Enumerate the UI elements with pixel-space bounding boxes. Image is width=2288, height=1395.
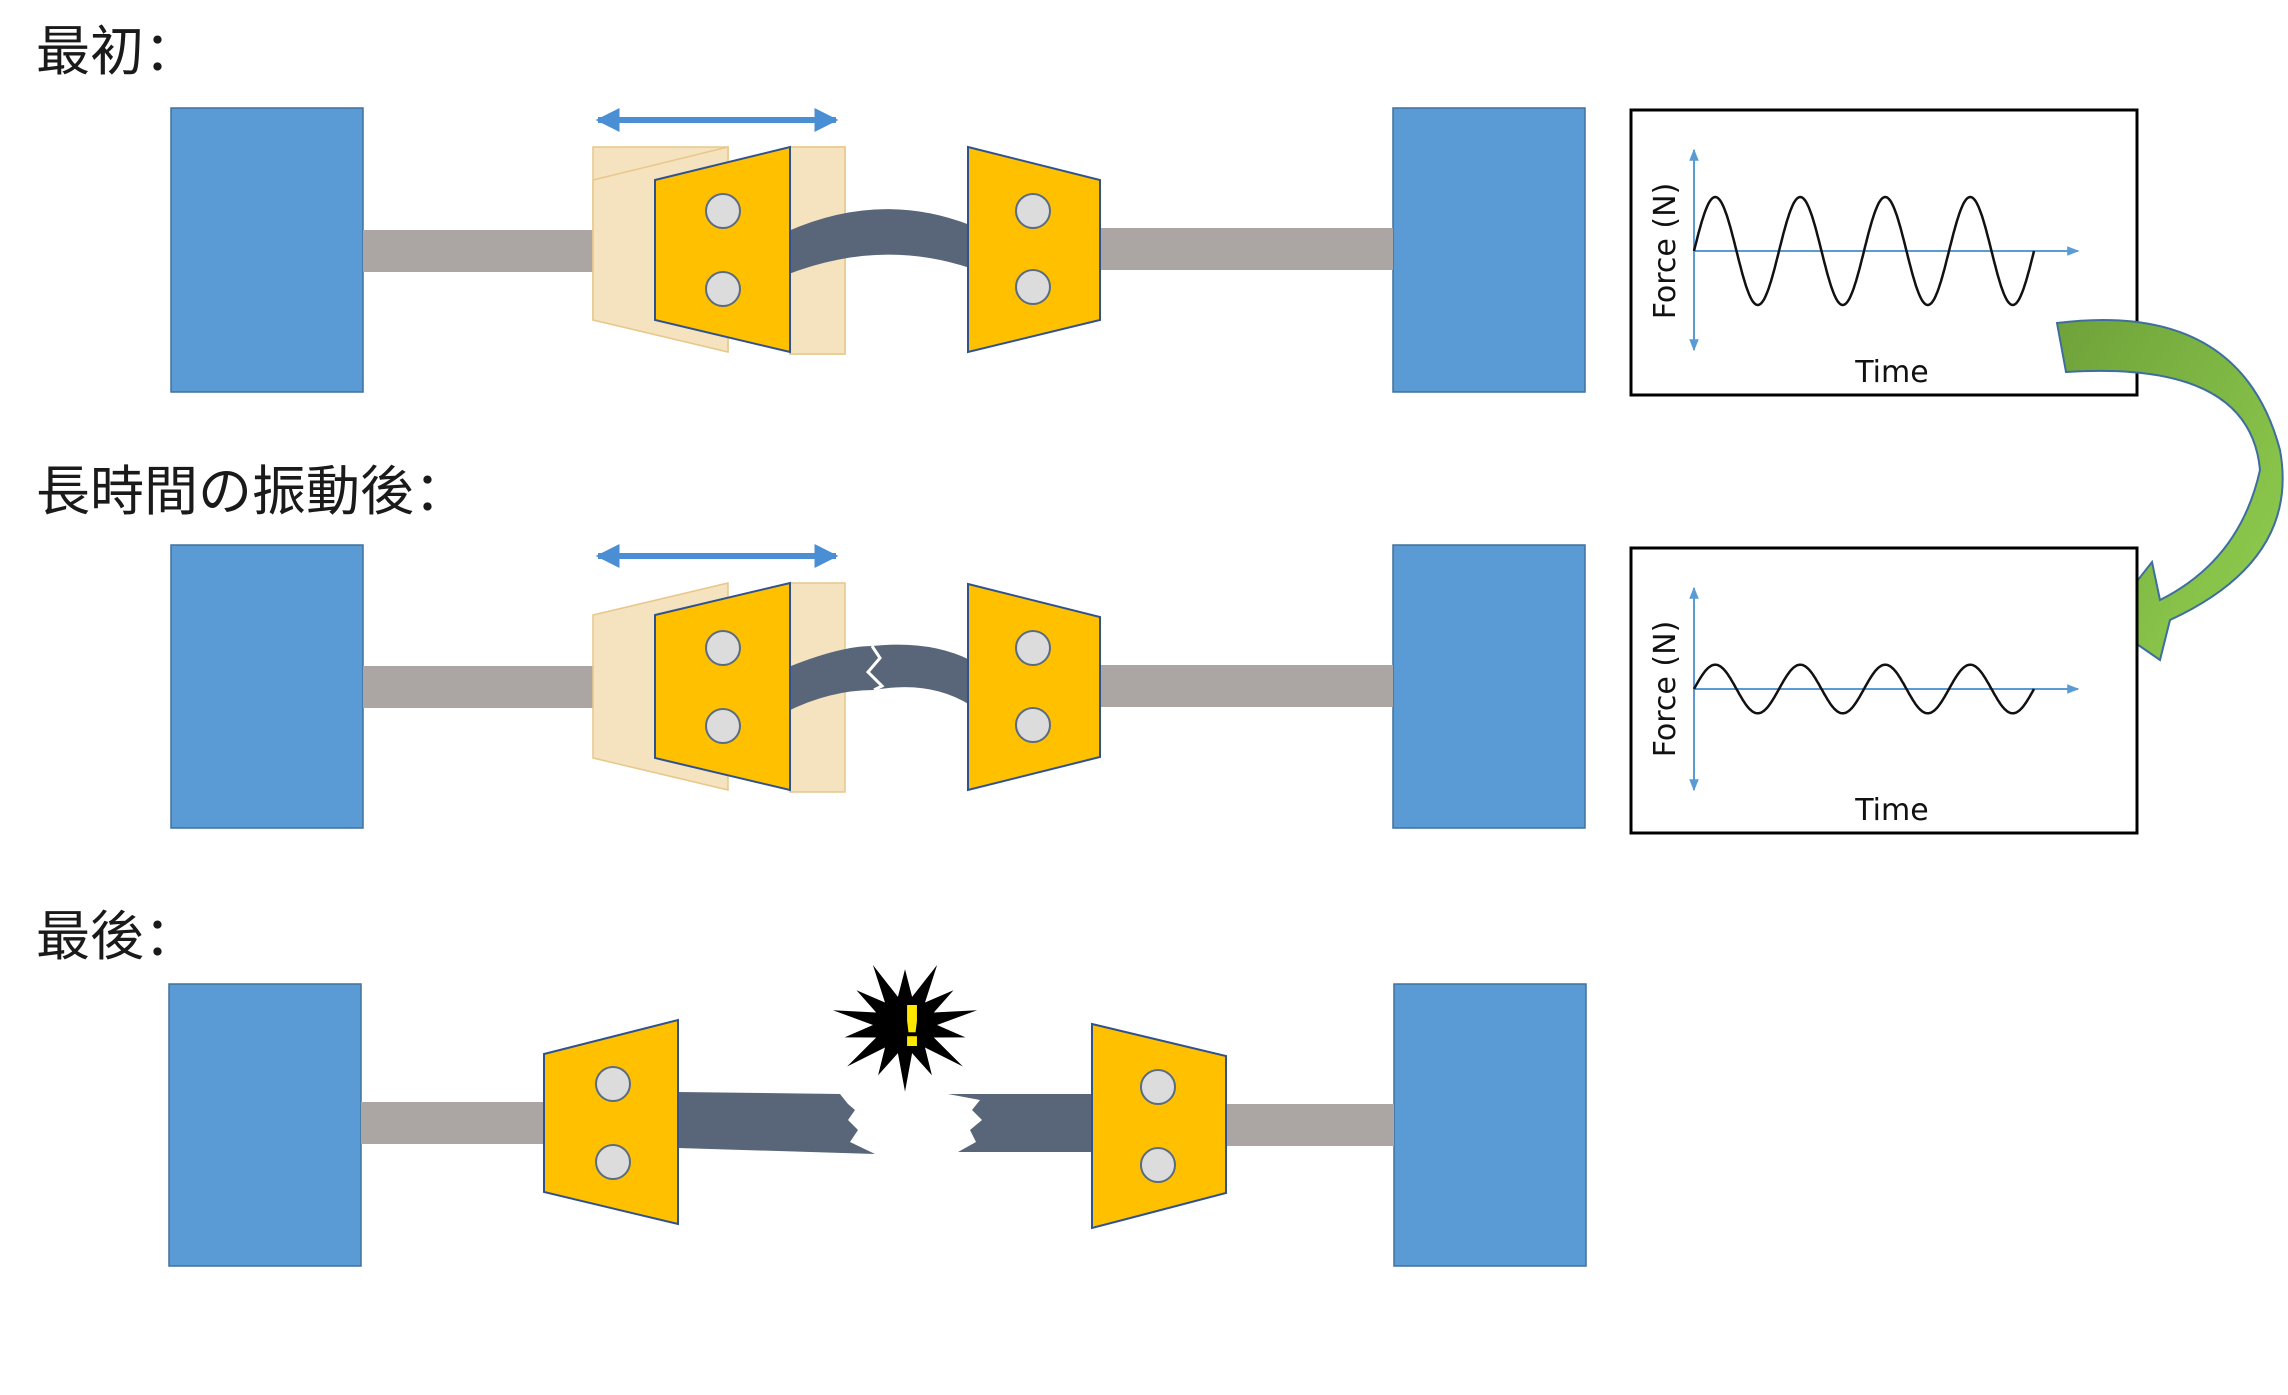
transition-arrow [2055, 319, 2284, 662]
graph-frame [1629, 108, 2139, 397]
force-wave [1692, 663, 2036, 715]
bolt [595, 1066, 631, 1102]
force-wave [1692, 195, 2036, 307]
crack-line [865, 645, 885, 692]
right-rod [1100, 665, 1393, 707]
bolt [1015, 707, 1051, 743]
flange-fixed [967, 145, 1101, 354]
flange-left [543, 1018, 679, 1226]
left-block [170, 107, 364, 393]
stage-initial: 最初： Force (N) [36, 20, 2139, 397]
flange-fixed [967, 582, 1101, 792]
force-graph-initial: Force (N) Time [1629, 108, 2139, 397]
stage-after-vibration: 長時間の振動後： Force (N) Time [36, 460, 2139, 835]
right-block [1392, 107, 1586, 393]
left-block [168, 983, 362, 1267]
y-axis-label: Force (N) [1648, 621, 1683, 758]
cable-intact [786, 209, 970, 275]
stage-label-final: 最後： [36, 905, 198, 968]
flange-moving [654, 145, 791, 354]
bolt [705, 630, 741, 666]
cable-broken-left [678, 1092, 875, 1154]
cable-broken-right [948, 1094, 1092, 1152]
warning-burst-icon: ! [832, 965, 978, 1092]
graph-frame [1629, 546, 2139, 835]
bolt [705, 271, 741, 307]
left-block [170, 544, 364, 829]
cable-cracked-left [786, 646, 882, 712]
right-block [1393, 983, 1587, 1267]
cable-cracked-right [868, 644, 970, 705]
x-axis-label: Time [1854, 793, 1928, 828]
bolt [1015, 630, 1051, 666]
bolt [1015, 269, 1051, 305]
right-block [1392, 544, 1586, 829]
flange-moving [654, 581, 791, 792]
stage-final: 最後： ! [36, 905, 1587, 1267]
bolt [1140, 1147, 1176, 1183]
x-axis-label: Time [1854, 355, 1928, 390]
stage-label-initial: 最初： [36, 20, 198, 83]
bolt [705, 708, 741, 744]
bolt [705, 193, 741, 229]
warning-symbol: ! [899, 995, 925, 1060]
right-rod [1100, 228, 1393, 270]
stage-label-after-vibration: 長時間の振動後： [36, 460, 468, 523]
right-rod [1226, 1104, 1394, 1146]
flange-right [1091, 1022, 1227, 1230]
force-graph-after-vibration: Force (N) Time [1629, 546, 2139, 835]
bolt [595, 1144, 631, 1180]
bolt [1140, 1069, 1176, 1105]
y-axis-label: Force (N) [1648, 183, 1683, 320]
bolt [1015, 193, 1051, 229]
left-rod [361, 1102, 545, 1144]
